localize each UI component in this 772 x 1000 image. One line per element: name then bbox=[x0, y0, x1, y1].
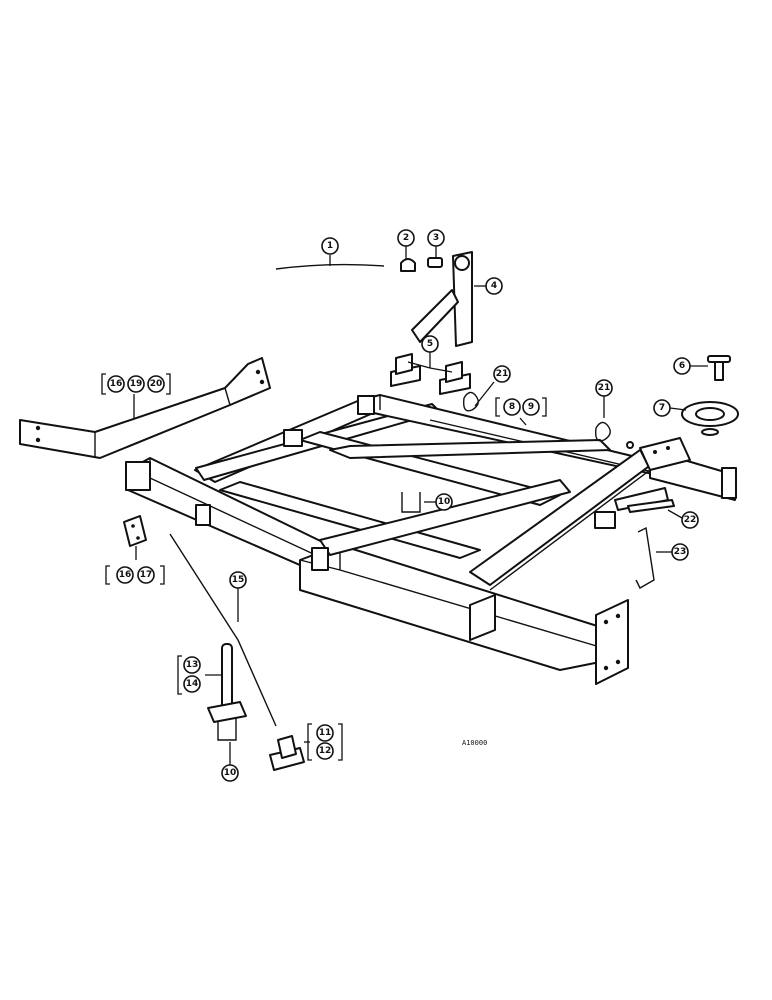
callout-21-right: 21 bbox=[595, 379, 613, 397]
callout-10-lower: 10 bbox=[221, 764, 239, 782]
part-u-bolt-upper bbox=[401, 492, 421, 513]
callout-23: 23 bbox=[671, 543, 689, 561]
callout-19: 19 bbox=[127, 375, 145, 393]
callout-13: 13 bbox=[183, 656, 201, 674]
front-left-tube-end bbox=[125, 461, 151, 491]
callout-1-label: 1 bbox=[327, 241, 333, 251]
rear-lower-plate bbox=[469, 594, 496, 641]
callout-20: 20 bbox=[147, 375, 165, 393]
callout-22: 22 bbox=[681, 511, 699, 529]
main-frame bbox=[125, 394, 737, 685]
part-bracket-arm bbox=[411, 251, 473, 347]
callout-2: 2 bbox=[397, 229, 415, 247]
callout-14: 14 bbox=[183, 675, 201, 693]
part-bolt bbox=[707, 355, 731, 381]
right-mount-plate bbox=[595, 599, 629, 685]
drawing-code: A10000 bbox=[462, 739, 487, 747]
part-spring-clip bbox=[635, 526, 655, 589]
part-hook-left bbox=[462, 391, 479, 412]
callout-11: 11 bbox=[316, 724, 334, 742]
callout-13-label: 13 bbox=[186, 660, 199, 670]
callout-9: 9 bbox=[522, 398, 540, 416]
callout-3: 3 bbox=[427, 229, 445, 247]
callout-1: 1 bbox=[321, 237, 339, 255]
callout-5-label: 5 bbox=[427, 339, 433, 349]
part-pulley bbox=[681, 401, 739, 436]
right-angle-beam bbox=[469, 449, 661, 586]
callout-4: 4 bbox=[485, 277, 503, 295]
callout-22-label: 22 bbox=[684, 515, 697, 525]
callout-10-lower-label: 10 bbox=[224, 768, 237, 778]
callout-3-label: 3 bbox=[433, 233, 439, 243]
callout-16-upper-label: 16 bbox=[110, 379, 123, 389]
callout-5: 5 bbox=[421, 335, 439, 353]
callout-23-label: 23 bbox=[674, 547, 687, 557]
part-foot-plate bbox=[269, 735, 305, 771]
callout-14-label: 14 bbox=[186, 679, 199, 689]
callout-6: 6 bbox=[673, 357, 691, 375]
part-small-plate bbox=[123, 515, 147, 547]
callout-4-label: 4 bbox=[491, 281, 497, 291]
callout-12: 12 bbox=[316, 742, 334, 760]
rear-main-tube bbox=[299, 544, 611, 671]
callout-6-label: 6 bbox=[679, 361, 685, 371]
callout-21-left: 21 bbox=[493, 365, 511, 383]
callout-21-right-label: 21 bbox=[598, 383, 611, 393]
callout-7: 7 bbox=[653, 399, 671, 417]
callout-21-left-label: 21 bbox=[496, 369, 509, 379]
leader-lines bbox=[133, 246, 708, 765]
callout-7-label: 7 bbox=[659, 403, 665, 413]
part-hook-right bbox=[594, 421, 611, 442]
callout-15: 15 bbox=[229, 571, 247, 589]
callout-17-label: 17 bbox=[140, 570, 153, 580]
callout-8-label: 8 bbox=[509, 402, 515, 412]
part-mount-brackets bbox=[390, 353, 471, 395]
callout-15-label: 15 bbox=[232, 575, 245, 585]
callout-19-label: 19 bbox=[130, 379, 143, 389]
callout-8: 8 bbox=[503, 398, 521, 416]
callout-17: 17 bbox=[137, 566, 155, 584]
part-long-rod bbox=[169, 533, 277, 727]
part-u-bolt-lower bbox=[217, 716, 237, 741]
callout-10-upper: 10 bbox=[435, 493, 453, 511]
part-hitch-arm bbox=[19, 357, 271, 459]
callout-16-lower: 16 bbox=[116, 566, 134, 584]
callout-9-label: 9 bbox=[528, 402, 534, 412]
part-clamp bbox=[400, 257, 443, 272]
callout-20-label: 20 bbox=[150, 379, 163, 389]
callout-2-label: 2 bbox=[403, 233, 409, 243]
callout-10-upper-label: 10 bbox=[438, 497, 451, 507]
part-flat-bar bbox=[627, 499, 675, 513]
callout-12-label: 12 bbox=[319, 746, 332, 756]
center-diagonal bbox=[329, 439, 611, 459]
part-standard bbox=[207, 643, 247, 723]
callout-16-lower-label: 16 bbox=[119, 570, 132, 580]
callout-11-label: 11 bbox=[319, 728, 332, 738]
callout-16-upper: 16 bbox=[107, 375, 125, 393]
